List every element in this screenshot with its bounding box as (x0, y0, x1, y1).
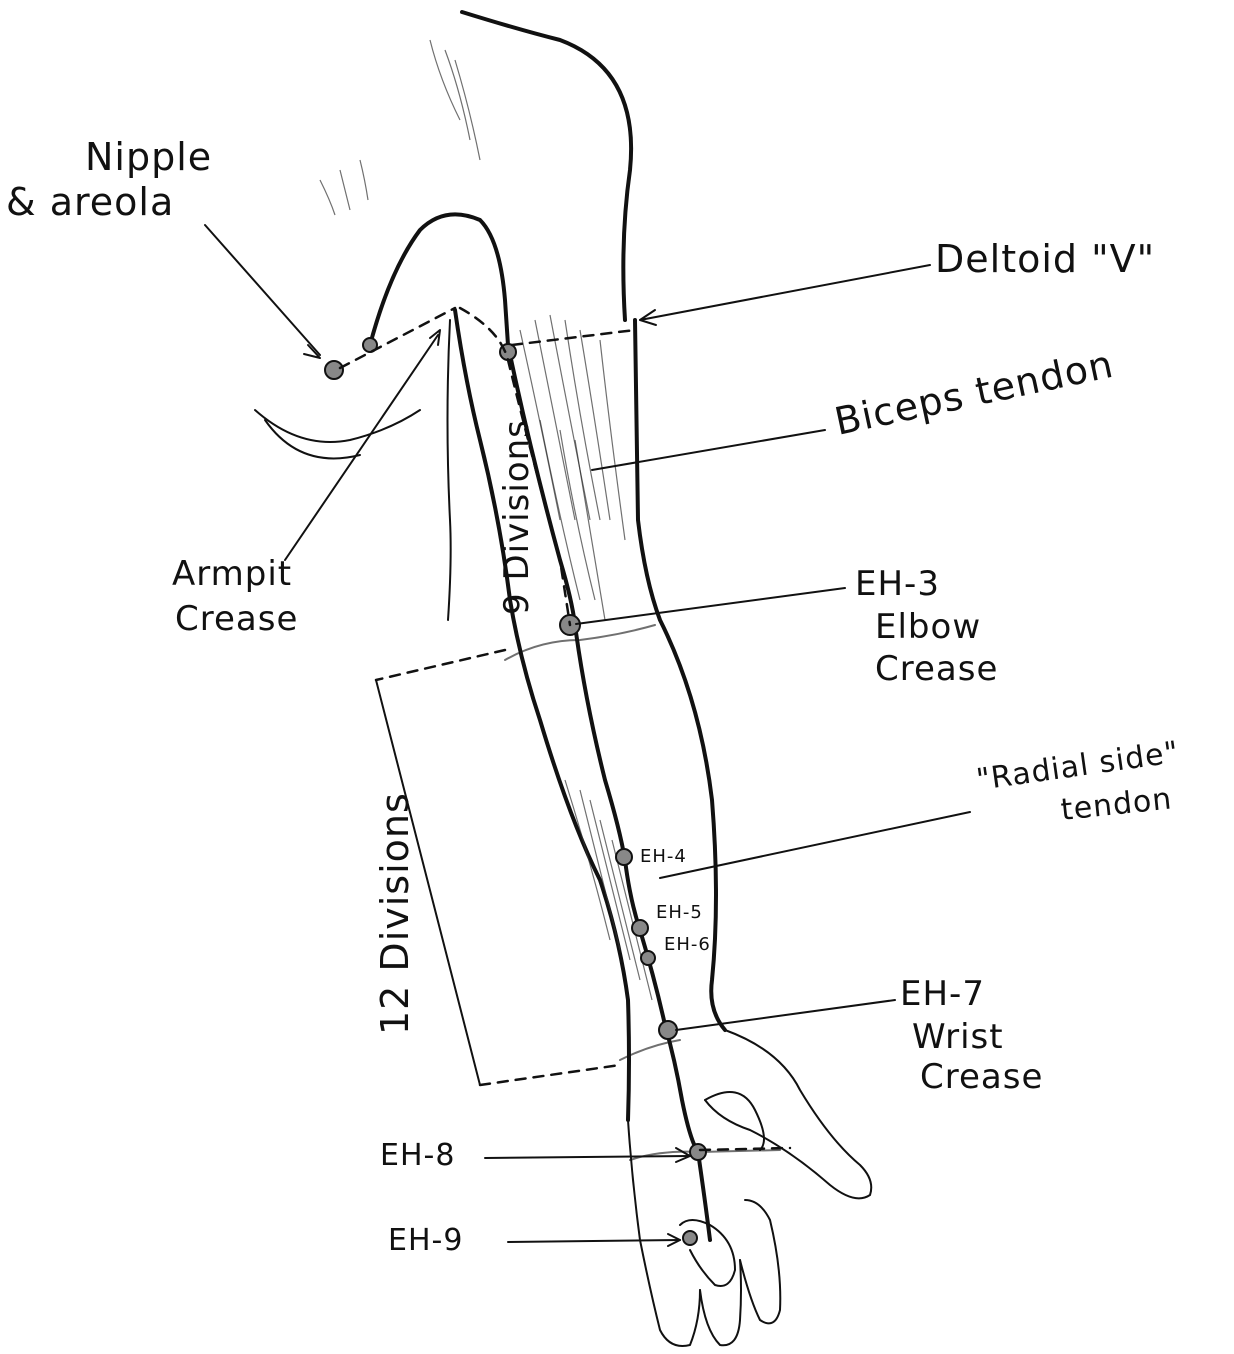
meridian-line (508, 345, 710, 1240)
point-eh9 (683, 1231, 697, 1245)
point-eh8 (690, 1144, 706, 1160)
label-eh9: EH-9 (388, 1223, 463, 1258)
label-wrist: Wrist (912, 1017, 1004, 1057)
label-areola: & areola (6, 180, 174, 224)
label-eh5: EH-5 (656, 902, 703, 923)
label-deltoid: Deltoid "V" (935, 237, 1155, 281)
label-nipple: Nipple (85, 135, 212, 179)
label-eh7: EH-7 (900, 974, 985, 1014)
point-eh4 (616, 849, 632, 865)
point-nipple (325, 361, 343, 379)
label-wrist-crease: Crease (920, 1057, 1043, 1097)
label-radial-tendon: tendon (1059, 781, 1174, 827)
point-eh6 (641, 951, 655, 965)
label-armpit-crease: Crease (175, 599, 298, 639)
label-eh8: EH-8 (380, 1138, 455, 1173)
labels: Nipple & areola Deltoid "V" Biceps tendo… (6, 135, 1181, 1258)
label-eh6: EH-6 (664, 934, 711, 955)
arm-outline (255, 12, 871, 1346)
shading-hatches (320, 40, 652, 1000)
label-armpit: Armpit (172, 554, 292, 594)
label-eh4: EH-4 (640, 846, 687, 867)
label-elbow-crease: Crease (875, 649, 998, 689)
label-12-divisions: 12 Divisions (373, 792, 417, 1035)
label-9-divisions: 9 Divisions (497, 419, 537, 615)
point-eh5 (632, 920, 648, 936)
label-eh3: EH-3 (855, 564, 940, 604)
point-eh7 (659, 1021, 677, 1039)
label-elbow: Elbow (875, 607, 981, 647)
label-biceps: Biceps tendon (831, 342, 1118, 444)
